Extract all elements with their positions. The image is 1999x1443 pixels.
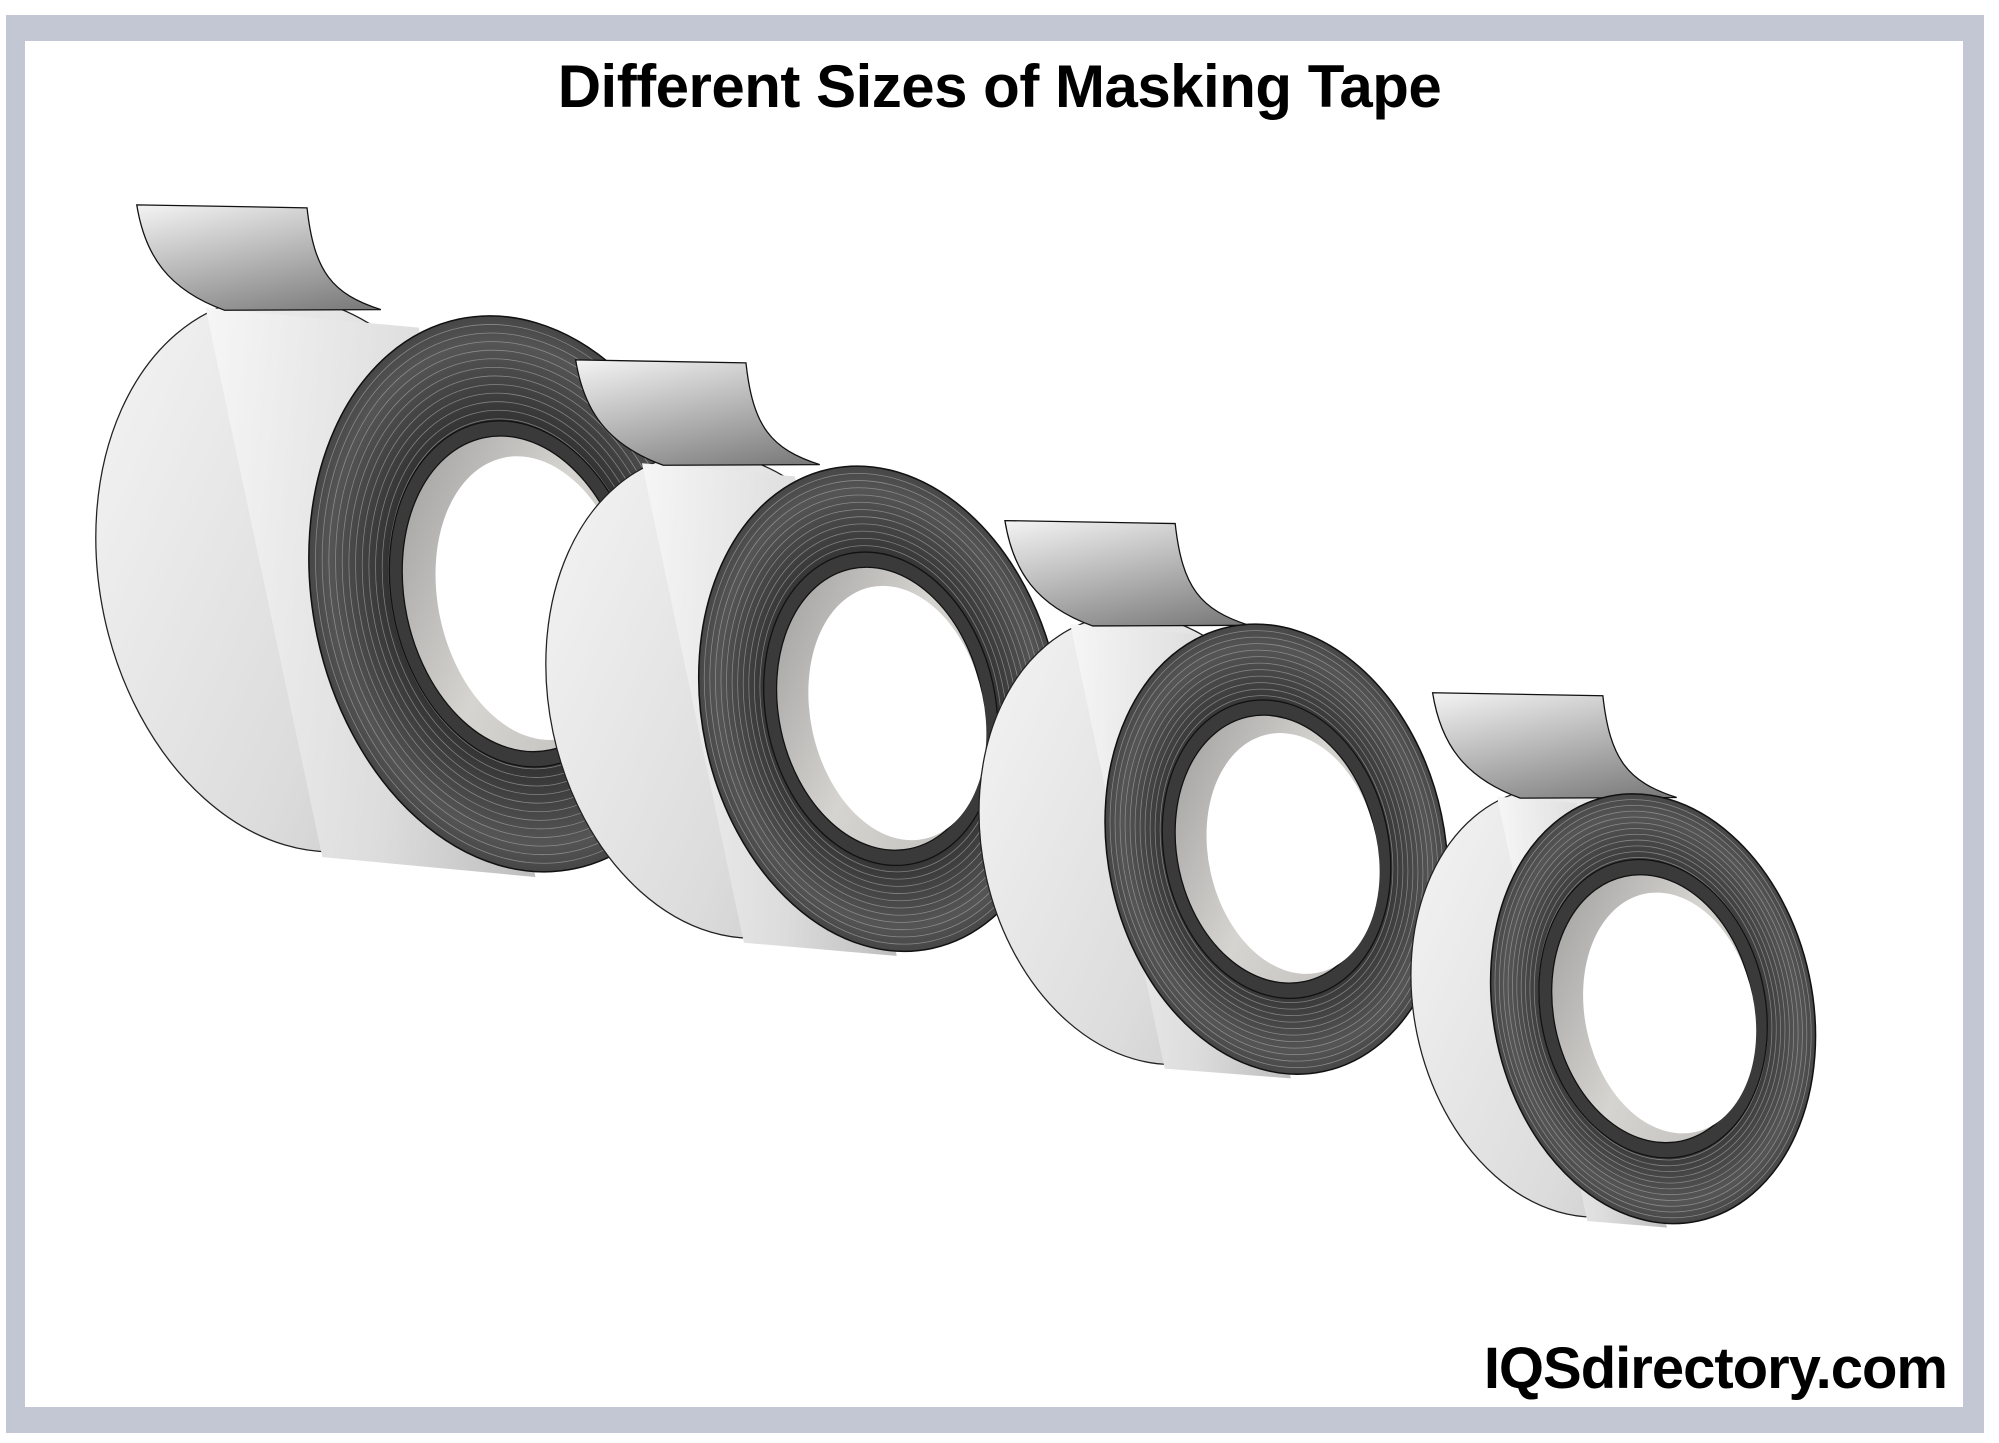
tape-layer-ring (1494, 799, 1812, 1219)
tape-layer-ring (1144, 675, 1409, 1023)
brand-logo-text: IQSdirectory.com (1483, 1336, 1948, 1401)
tape-layer-ring (1119, 643, 1434, 1056)
tape-layer-ring (742, 523, 1019, 894)
tape-layer-ring (1139, 669, 1414, 1030)
tape-layer-ring (1149, 682, 1404, 1017)
tape-layer-ring (1109, 630, 1444, 1069)
tape-layer-ring (748, 530, 1014, 887)
tape-layer-ring (759, 545, 1003, 873)
roll-hole-opening (1583, 892, 1757, 1134)
tape-roll-4 (1410, 692, 1817, 1228)
tape-roll-2 (545, 359, 1064, 956)
tape-layer-ring (1525, 839, 1782, 1178)
tape-roll-3 (978, 519, 1449, 1079)
tape-flap (136, 204, 382, 311)
tape-layer-ring (1498, 805, 1808, 1213)
tape-layer-ring (1533, 851, 1773, 1167)
tape-layer-ring (1512, 822, 1795, 1196)
tape-layer-ring (1507, 816, 1799, 1201)
tape-layer-ring (1159, 695, 1394, 1004)
tape-layer-ring (1129, 656, 1424, 1043)
page-title: Different Sizes of Masking Tape (557, 53, 1442, 120)
tape-flap (574, 359, 820, 466)
tape-flap (1431, 692, 1677, 799)
tape-layer-ring (1114, 636, 1439, 1062)
tape-layer-ring (1503, 810, 1803, 1207)
roll-hole-opening (808, 585, 987, 841)
tape-layer-ring (1516, 828, 1790, 1190)
tape-layer-ring (1520, 833, 1786, 1184)
tape-layer-ring (1529, 845, 1777, 1172)
roll-hole-opening (1206, 733, 1380, 974)
tape-layer-ring (1134, 662, 1419, 1036)
tape-layer-ring (1154, 688, 1399, 1010)
tape-layer-ring (753, 538, 1008, 880)
tape-layer-ring (1124, 649, 1429, 1049)
